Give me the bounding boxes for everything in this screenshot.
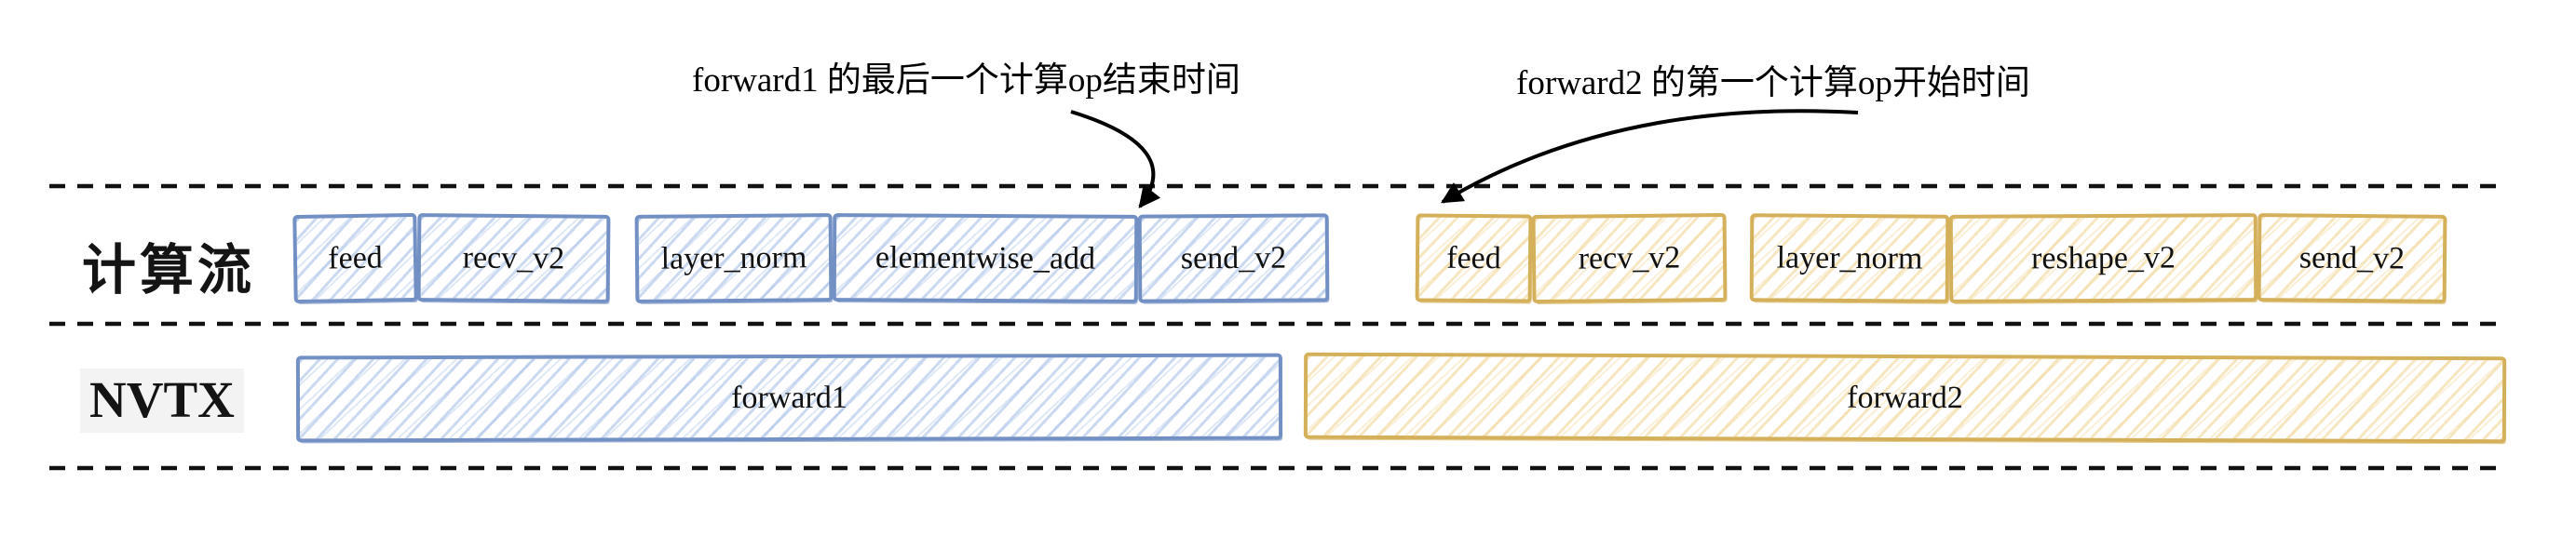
compute-stream-row-label: 计算流 xyxy=(82,240,256,301)
arrow-forward2-start-time xyxy=(1441,109,1859,204)
compute-op-layer-norm-forward1: layer_norm xyxy=(634,213,834,303)
compute-op-recv-v2-forward1: recv_v2 xyxy=(416,213,611,303)
op-label: recv_v2 xyxy=(462,240,565,275)
compute-op-feed-forward2: feed xyxy=(1415,213,1533,303)
op-label: elementwise_add xyxy=(874,239,1096,276)
compute-op-send-v2-forward2: send_v2 xyxy=(2257,213,2447,303)
op-label: send_v2 xyxy=(2298,240,2406,275)
nvtx-row-label: NVTX xyxy=(80,368,244,433)
compute-op-reshape-v2-forward2: reshape_v2 xyxy=(1948,213,2258,303)
compute-op-feed-forward1: feed xyxy=(292,212,418,304)
nvtx-span-forward2: forward2 xyxy=(1303,352,2507,444)
op-label: feed xyxy=(327,240,384,275)
op-label: feed xyxy=(1446,240,1501,275)
compute-op-elementwise-add-forward1: elementwise_add xyxy=(832,213,1139,303)
annotation-forward1-last-op-end: forward1 的最后一个计算op结束时间 xyxy=(692,61,1241,100)
compute-op-layer-norm-forward2: layer_norm xyxy=(1749,213,1950,303)
op-label: layer_norm xyxy=(1776,239,1923,276)
span-label: forward1 xyxy=(731,380,847,415)
nvtx-span-forward1: forward1 xyxy=(295,353,1283,443)
op-label: recv_v2 xyxy=(1578,239,1681,276)
compute-op-recv-v2-forward2: recv_v2 xyxy=(1531,212,1728,304)
annotation-forward2-first-op-start: forward2 的第一个计算op开始时间 xyxy=(1516,64,2030,102)
op-label: layer_norm xyxy=(660,239,807,276)
span-label: forward2 xyxy=(1847,380,1963,415)
op-label: send_v2 xyxy=(1180,240,1287,275)
arrow-forward1-end-time xyxy=(1070,110,1161,208)
op-label: reshape_v2 xyxy=(2030,240,2176,275)
compute-op-send-v2-forward1: send_v2 xyxy=(1137,213,1330,303)
